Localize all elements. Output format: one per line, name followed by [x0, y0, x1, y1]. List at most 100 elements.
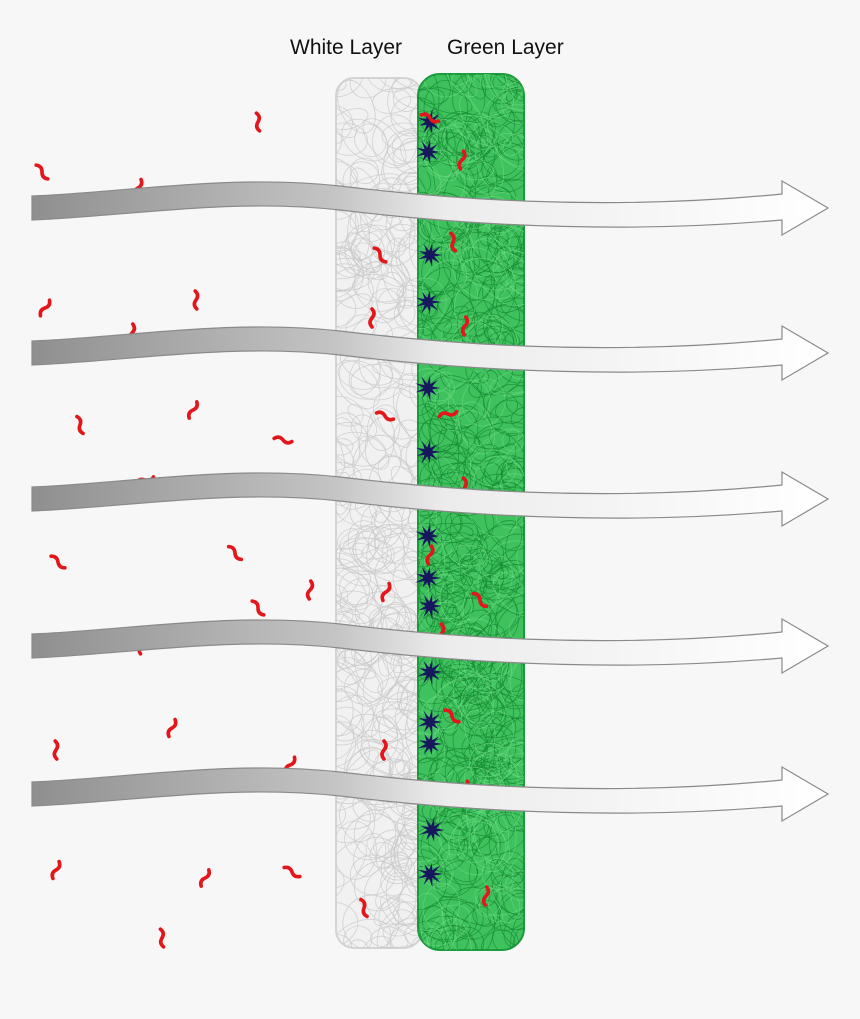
- fiber-strand: [449, 544, 488, 567]
- airflow-arrow-icon: [31, 179, 830, 237]
- red-particle-icon: [305, 579, 315, 601]
- fiber-strand: [418, 565, 437, 619]
- fiber-strand: [353, 833, 387, 877]
- fiber-strand: [505, 384, 524, 416]
- fiber-strand: [418, 845, 444, 883]
- airflow-arrows: [31, 179, 830, 823]
- fiber-strand: [336, 715, 355, 760]
- red-particle-icon: [34, 163, 50, 181]
- fiber-strand: [369, 923, 422, 948]
- red-particle-icon: [460, 315, 470, 337]
- fiber-strand: [455, 133, 482, 170]
- fiber-strand: [462, 574, 501, 622]
- fiber-strand: [418, 119, 431, 150]
- fiber-strand: [366, 836, 409, 867]
- red-particle-icon: [254, 111, 262, 133]
- fiber-strand: [396, 385, 422, 431]
- fiber-strand: [420, 821, 469, 872]
- fiber-strand: [418, 661, 429, 687]
- fiber-strand: [393, 811, 422, 869]
- fiber-strand: [418, 89, 435, 125]
- fiber-strand: [421, 428, 470, 476]
- fiber-strand: [448, 380, 491, 426]
- trapped-particle-icon: [417, 708, 443, 736]
- trapped-particle-icon: [417, 863, 444, 888]
- fiber-strand: [390, 242, 422, 293]
- airflow-arrow-icon: [31, 470, 830, 528]
- red-particle-icon: [186, 400, 200, 420]
- fiber-strand: [499, 324, 524, 376]
- fiber-strand: [336, 588, 360, 623]
- fiber-strand: [382, 926, 409, 948]
- fiber-strand: [437, 424, 460, 479]
- fiber-strand: [497, 280, 524, 306]
- fiber-strand: [380, 854, 415, 885]
- red-particle-icon: [198, 868, 212, 888]
- fiber-strand: [469, 812, 524, 856]
- fiber-strand: [349, 713, 398, 744]
- fiber-strand: [391, 127, 422, 163]
- red-particle-icon: [359, 897, 369, 919]
- fiber-strand: [494, 133, 524, 172]
- trapped-particles: [415, 109, 445, 888]
- fiber-strand: [362, 118, 407, 166]
- fiber-strand: [418, 368, 455, 402]
- fiber-strand: [425, 400, 463, 445]
- fiber-strand: [336, 160, 359, 185]
- fiber-strand: [508, 614, 524, 644]
- fiber-strand: [492, 925, 519, 950]
- fiber-strand: [443, 125, 478, 159]
- fiber-strand: [336, 584, 349, 612]
- trapped-particle-icon: [416, 439, 441, 464]
- fiber-strand: [418, 707, 440, 736]
- fiber-strand: [398, 373, 422, 398]
- fiber-strand: [421, 904, 471, 947]
- fiber-strand: [495, 399, 524, 425]
- fiber-strand: [497, 120, 524, 161]
- trapped-particle-icon: [415, 523, 440, 548]
- fiber-strand: [418, 86, 473, 115]
- fiber-strand: [418, 522, 443, 558]
- fiber-strand: [386, 923, 422, 948]
- fiber-strand: [352, 526, 405, 575]
- fiber-strand: [336, 649, 366, 685]
- fiber-strand: [419, 371, 451, 406]
- fiber-strand: [418, 716, 445, 764]
- fiber-strand: [486, 714, 517, 749]
- fiber-strand: [460, 698, 481, 729]
- fiber-strand: [336, 933, 353, 948]
- fiber-strand: [508, 225, 524, 263]
- fiber-strand: [350, 363, 403, 401]
- green-layer-label: Green Layer: [447, 36, 564, 59]
- fiber-strand: [493, 250, 524, 291]
- fiber-strand: [423, 536, 485, 573]
- fiber-strand: [392, 419, 422, 467]
- fiber-strand: [377, 287, 405, 320]
- fiber-strand: [478, 887, 524, 916]
- fiber-strand: [418, 777, 442, 835]
- fiber-strand: [469, 742, 512, 785]
- fiber-strand: [336, 417, 361, 469]
- fiber-strand: [352, 274, 405, 303]
- fiber-strand: [418, 304, 424, 345]
- fiber-strand: [336, 438, 354, 456]
- fiber-strand: [336, 721, 371, 771]
- fiber-strand: [418, 697, 437, 754]
- fiber-strand: [337, 360, 381, 390]
- fiber-strand: [495, 89, 524, 126]
- fiber-strand: [336, 431, 387, 467]
- fiber-strand: [336, 801, 346, 827]
- fiber-strand: [492, 90, 524, 122]
- trapped-particle-icon: [415, 375, 441, 402]
- fiber-strand: [394, 692, 422, 743]
- fiber-strand: [336, 395, 364, 427]
- fiber-strand: [448, 74, 473, 94]
- fiber-strand: [458, 401, 496, 455]
- red-particle-icon: [49, 554, 67, 570]
- fiber-strand: [336, 293, 373, 329]
- fiber-strand: [500, 297, 524, 323]
- fiber-strand: [458, 820, 510, 873]
- fiber-strand: [454, 115, 514, 148]
- fiber-strand: [347, 404, 373, 427]
